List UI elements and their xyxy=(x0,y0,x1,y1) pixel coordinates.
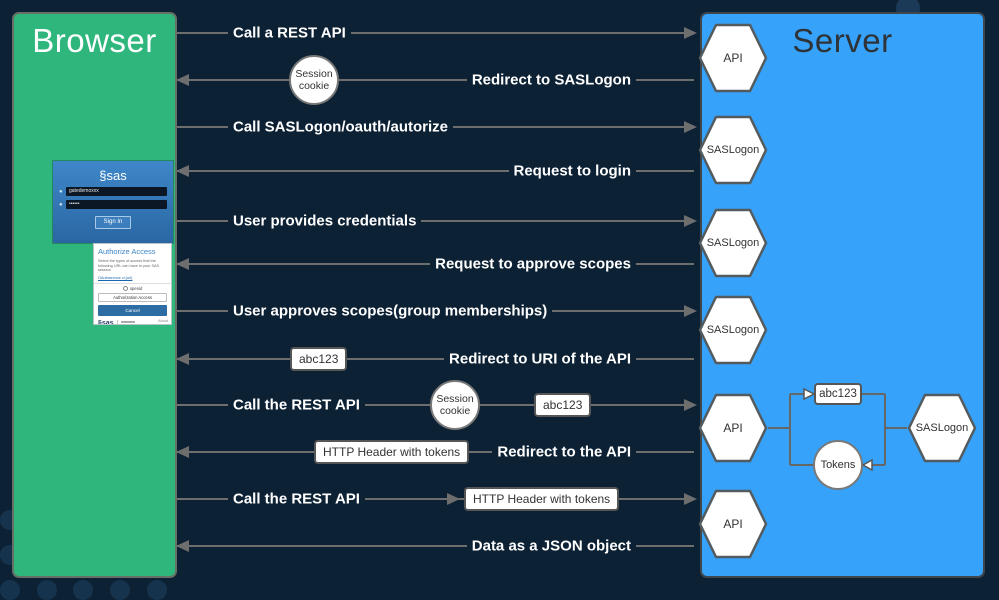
user-icon: ● xyxy=(59,188,63,195)
openid-radio-label: openid xyxy=(129,285,143,291)
message-label: Call a REST API xyxy=(228,23,351,43)
message-label: Redirect to SASLogon xyxy=(466,70,636,90)
auth-code-box: abc123 xyxy=(814,383,862,405)
authorize-access-button[interactable]: Authorization Access xyxy=(98,292,167,302)
server-hexagon-saslogon: SASLogon xyxy=(698,208,768,278)
arrow-line xyxy=(177,32,694,34)
http-header-box: HTTP Header with tokens xyxy=(464,487,620,511)
arrowhead-left-icon xyxy=(176,446,189,458)
server-hexagon-api: API xyxy=(698,23,768,93)
openid-radio-row[interactable]: openid xyxy=(98,285,167,291)
arrow-line xyxy=(177,79,694,81)
oauth-service-link[interactable]: OAuthservice.cl.(url) xyxy=(98,275,133,280)
arrow-line xyxy=(177,498,694,500)
message-label: Redirect to the API xyxy=(492,442,636,462)
auth-code-box: abc123 xyxy=(290,347,348,371)
password-row: ● •••••• xyxy=(59,200,167,209)
arrowhead-right-icon xyxy=(684,121,697,133)
arrow-line xyxy=(177,220,694,222)
message-label: Call the REST API xyxy=(228,489,365,509)
arrowhead-left-icon xyxy=(176,258,189,270)
hexagon-shape-icon xyxy=(698,208,768,278)
cancel-button[interactable]: Cancel xyxy=(98,304,167,316)
tokens-circle: Tokens xyxy=(813,440,863,490)
dialog-footer: §sas xyxy=(98,319,167,325)
background-dot xyxy=(73,580,93,600)
message-label: Request to login xyxy=(508,161,636,181)
server-hexagon-api: API xyxy=(698,489,768,559)
background-dot xyxy=(110,580,130,600)
arrowhead-right-icon xyxy=(684,215,697,227)
authorize-dialog-body: Select the types of access that the foll… xyxy=(98,259,160,273)
key-icon: ● xyxy=(59,201,63,208)
arrowhead-left-icon xyxy=(176,165,189,177)
divider xyxy=(116,319,118,324)
message-label: User approves scopes(group memberships) xyxy=(228,301,553,321)
arrow-line xyxy=(177,358,694,360)
username-field[interactable]: gatedemoxxx xyxy=(66,187,167,196)
server-hexagon-api: API xyxy=(698,393,768,463)
arrowhead-right-icon xyxy=(447,493,460,505)
background-dot xyxy=(147,580,167,600)
message-label: Request to approve scopes xyxy=(430,254,636,274)
authorize-dialog-title: Authorize Access xyxy=(98,247,156,256)
authorize-access-dialog: Authorize Access Select the types of acc… xyxy=(93,243,172,325)
sas-footer-logo: §sas xyxy=(98,320,114,325)
server-hexagon-saslogon-right: SASLogon xyxy=(907,393,977,463)
hexagon-label: SASLogon xyxy=(706,237,760,249)
arrowhead-right-icon xyxy=(803,387,816,401)
message-label: Redirect to URI of the API xyxy=(444,349,636,369)
session-cookie-circle: Session cookie xyxy=(289,55,339,105)
sas-login-screenshot: §sas ● gatedemoxxx ● •••••• Sign In xyxy=(53,161,173,243)
session-cookie-circle: Session cookie xyxy=(430,380,480,430)
arrowhead-right-icon xyxy=(684,27,697,39)
message-label: Call the REST API xyxy=(228,395,365,415)
background-dot xyxy=(0,580,20,600)
message-label: Data as a JSON object xyxy=(466,536,636,556)
arrowhead-right-icon xyxy=(684,305,697,317)
hexagon-label: API xyxy=(723,421,743,435)
http-header-box: HTTP Header with tokens xyxy=(314,440,470,464)
hexagon-label: API xyxy=(723,517,743,531)
hexagon-label: SASLogon xyxy=(915,422,969,434)
arrowhead-right-icon xyxy=(684,399,697,411)
hexagon-label: API xyxy=(723,51,743,65)
divider xyxy=(94,282,171,284)
hexagon-shape-icon xyxy=(698,115,768,185)
arrowhead-left-icon xyxy=(176,74,189,86)
hexagon-label: SASLogon xyxy=(706,324,760,336)
message-label: User provides credentials xyxy=(228,211,422,231)
browser-title: Browser xyxy=(32,22,157,59)
arrowhead-left-icon xyxy=(176,540,189,552)
sign-in-button[interactable]: Sign In xyxy=(95,216,131,229)
auth-code-box: abc123 xyxy=(534,393,592,417)
footer-fineprint xyxy=(120,321,135,324)
hexagon-label: SASLogon xyxy=(706,144,760,156)
about-link[interactable]: About xyxy=(158,319,168,323)
hexagon-shape-icon xyxy=(698,393,768,463)
background-dot xyxy=(37,580,57,600)
arrowhead-left-icon xyxy=(176,353,189,365)
arrowhead-right-icon xyxy=(684,493,697,505)
password-field[interactable]: •••••• xyxy=(66,200,167,209)
radio-icon[interactable] xyxy=(122,285,128,291)
hexagon-shape-icon xyxy=(698,23,768,93)
sas-logo: §sas xyxy=(99,168,127,183)
token-exchange-connectors xyxy=(768,387,907,472)
username-row: ● gatedemoxxx xyxy=(59,187,167,196)
message-label: Call SASLogon/oauth/autorize xyxy=(228,117,454,137)
server-hexagon-saslogon: SASLogon xyxy=(698,295,768,365)
server-title: Server xyxy=(792,22,893,59)
arrowhead-left-icon xyxy=(861,458,873,472)
hexagon-shape-icon xyxy=(698,295,768,365)
server-hexagon-saslogon: SASLogon xyxy=(698,115,768,185)
arrow-line xyxy=(177,545,694,547)
hexagon-shape-icon xyxy=(907,393,977,463)
arrow-line xyxy=(177,170,694,172)
hexagon-shape-icon xyxy=(698,489,768,559)
